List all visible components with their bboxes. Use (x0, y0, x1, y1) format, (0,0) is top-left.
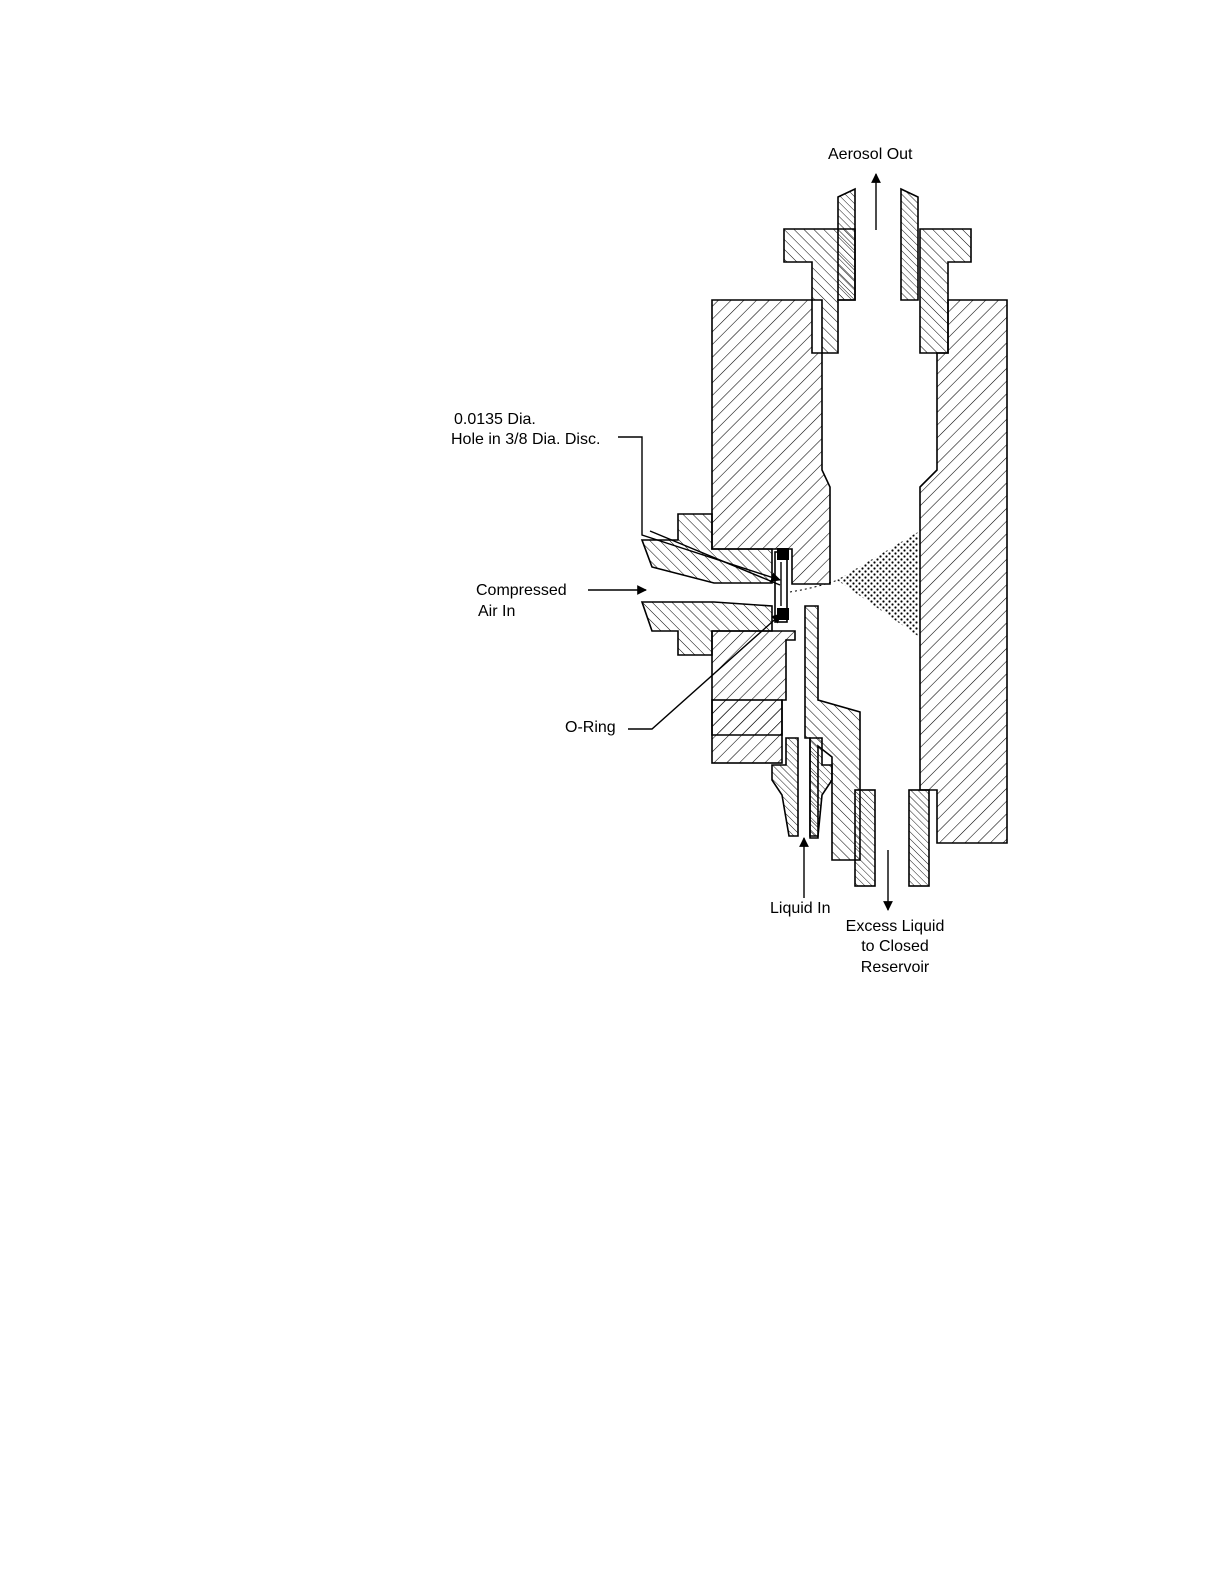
label-oring: O-Ring (565, 718, 616, 738)
right-body-block (920, 300, 1007, 843)
label-aerosol-out: Aerosol Out (828, 145, 912, 165)
label-hole-line1: 0.0135 Dia. (454, 410, 536, 430)
drain-tube-right (909, 790, 929, 886)
top-left-outlet-tube (838, 189, 855, 300)
label-compressed-air-line2: Air In (478, 602, 515, 622)
label-liquid-in: Liquid In (770, 899, 831, 919)
top-right-outlet-tube (901, 189, 918, 300)
label-hole-line2: Hole in 3/8 Dia. Disc. (451, 430, 600, 450)
label-excess-liquid-line2: to Closed (835, 937, 955, 957)
left-upper-body-block (712, 300, 830, 584)
left-lower-body-base (712, 700, 782, 763)
aerosol-spray-cone (837, 532, 918, 636)
oring-bottom (777, 608, 789, 620)
oring-top (777, 548, 789, 560)
drain-tube-left (855, 790, 875, 886)
label-compressed-air-line1: Compressed (476, 581, 567, 601)
label-excess-liquid-line1: Excess Liquid (835, 917, 955, 937)
label-excess-liquid-line3: Reservoir (835, 958, 955, 978)
